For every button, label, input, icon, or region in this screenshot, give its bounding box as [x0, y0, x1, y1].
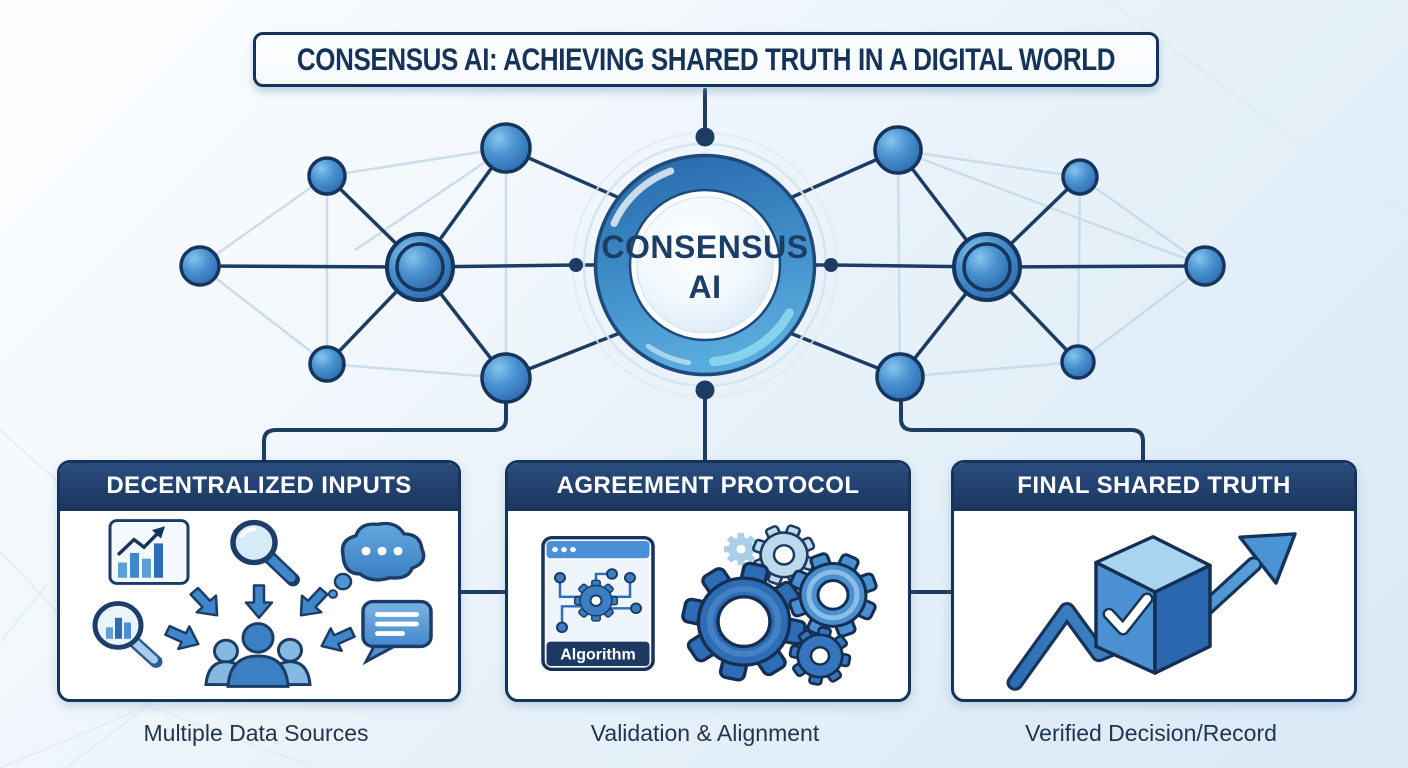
- panel-header-label: DECENTRALIZED INPUTS: [106, 471, 412, 499]
- panel-header: AGREEMENT PROTOCOL: [508, 463, 908, 511]
- network-node: [873, 125, 923, 175]
- network-node: [1060, 344, 1096, 380]
- network-node: [1061, 158, 1099, 196]
- chat-bubble-icon: [361, 599, 433, 666]
- panel-decentralized-inputs: DECENTRALIZED INPUTS: [57, 460, 461, 702]
- panel-connectors: [262, 88, 1145, 594]
- algorithm-window-label: Algorithm: [560, 647, 636, 664]
- network-node: [1184, 245, 1226, 287]
- network-node: [395, 242, 445, 292]
- page-title: CONSENSUS AI: ACHIEVING SHARED TRUTH IN …: [296, 40, 1116, 78]
- checked-cube-icon: [1094, 535, 1212, 675]
- gear-icon: [672, 515, 894, 691]
- network-node: [307, 156, 347, 196]
- panel-header-label: AGREEMENT PROTOCOL: [556, 471, 860, 499]
- rising-zigzag-arrow-icon: [1006, 532, 1297, 691]
- magnifier-bars-icon: [92, 601, 163, 668]
- magnifier-icon: [230, 519, 300, 587]
- network-node: [480, 352, 532, 404]
- consensus-label-line2: AI: [689, 269, 722, 305]
- panel-body: Algorithm: [508, 511, 908, 696]
- caption-label: Validation & Alignment: [590, 719, 820, 746]
- network-node: [962, 242, 1012, 292]
- network-node: [179, 245, 221, 287]
- panel-header: FINAL SHARED TRUTH: [954, 463, 1354, 511]
- bar-chart-card-icon: [108, 519, 190, 585]
- secondary-links: [199, 146, 1206, 380]
- network-left-nodes: [179, 122, 532, 404]
- caption-multiple-data-sources: Multiple Data Sources: [57, 716, 455, 750]
- panel-body: [954, 511, 1354, 696]
- network-node: [480, 122, 532, 174]
- network-node: [308, 345, 346, 383]
- algorithm-window-icon: Algorithm: [541, 536, 655, 671]
- caption-verified-decision-record: Verified Decision/Record: [951, 716, 1351, 750]
- people-group-icon: [204, 622, 312, 688]
- panel-final-shared-truth: FINAL SHARED TRUTH: [951, 460, 1357, 702]
- caption-label: Multiple Data Sources: [143, 719, 369, 746]
- network-right-nodes: [873, 125, 1226, 402]
- network-node: [875, 352, 925, 402]
- thought-bubble-icon: [328, 521, 426, 599]
- connection-dots: [569, 127, 838, 400]
- consensus-label-line1: CONSENSUS: [601, 229, 808, 265]
- consensus-core: CONSENSUS AI: [593, 153, 817, 377]
- panel-header-label: FINAL SHARED TRUTH: [1017, 471, 1291, 499]
- panel-body: [60, 511, 458, 696]
- caption-validation-alignment: Validation & Alignment: [505, 716, 905, 750]
- panel-header: DECENTRALIZED INPUTS: [60, 463, 458, 511]
- converging-arrow-icon: [164, 584, 356, 653]
- caption-label: Verified Decision/Record: [1025, 719, 1277, 746]
- title-banner: CONSENSUS AI: ACHIEVING SHARED TRUTH IN …: [253, 32, 1159, 87]
- panel-agreement-protocol: AGREEMENT PROTOCOL: [505, 460, 911, 702]
